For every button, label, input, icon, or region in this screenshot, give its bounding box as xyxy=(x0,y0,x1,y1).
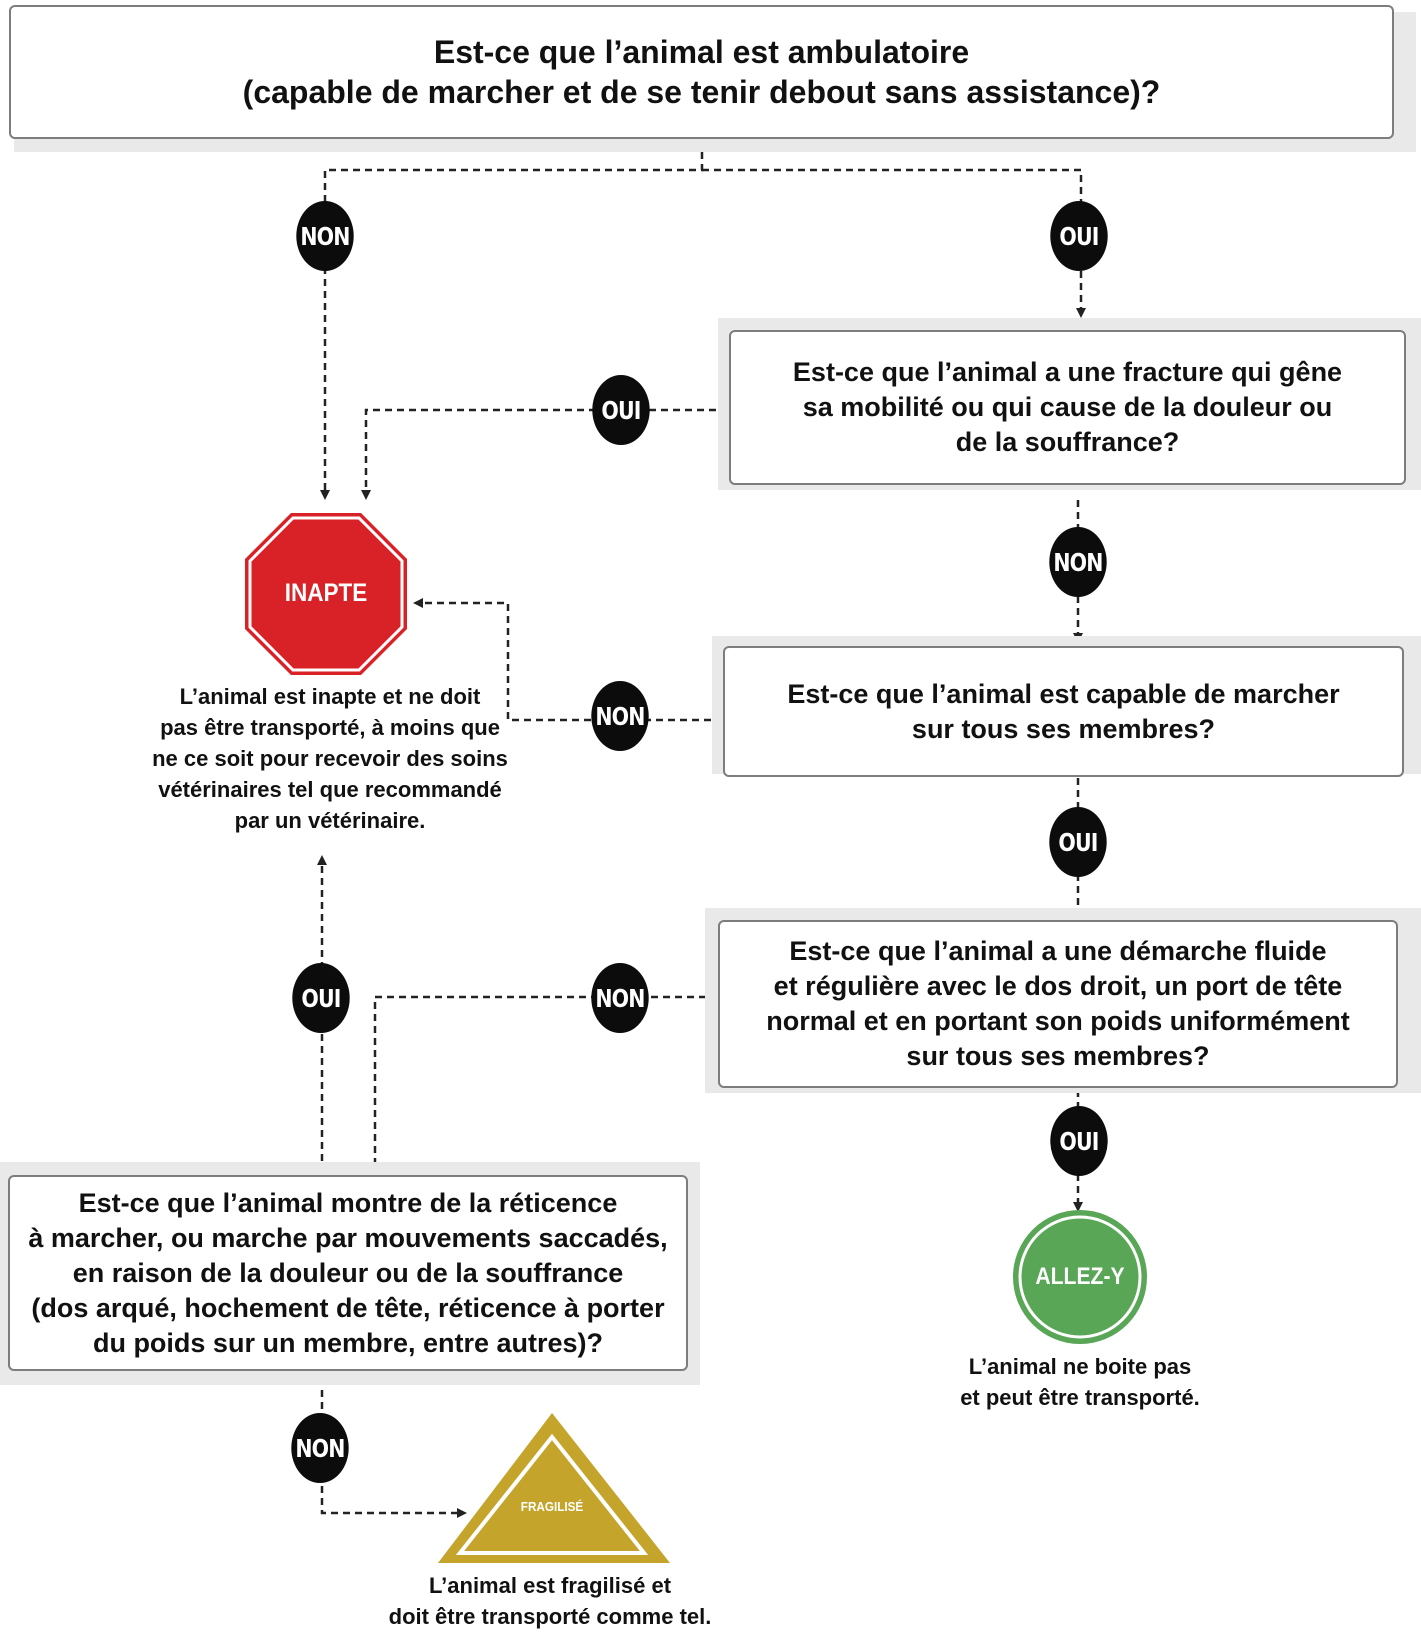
compromised-line: doit être transporté comme tel. xyxy=(388,1604,712,1629)
question-5-box: Est-ce que l’animal montre de la réticen… xyxy=(8,1175,688,1371)
question-3-line: Est-ce que l’animal est capable de march… xyxy=(787,678,1340,709)
go-circle-icon xyxy=(1013,1210,1147,1344)
question-5-line: en raison de la douleur ou de la souffra… xyxy=(72,1257,624,1288)
compromised-description: L’animal est fragilisé et doit être tran… xyxy=(330,1570,770,1632)
question-3-line: sur tous ses membres? xyxy=(911,713,1216,744)
question-5-line: à marcher, ou marche par mouvements sacc… xyxy=(28,1222,668,1253)
question-5-line: Est-ce que l’animal montre de la réticen… xyxy=(78,1187,618,1218)
go-label: ALLEZ-Y xyxy=(1035,1263,1125,1290)
compromised-label: FRAGILISÉ xyxy=(520,1499,584,1514)
answer-badge-q1-no: NON xyxy=(296,201,354,271)
go-line: et peut être transporté. xyxy=(960,1385,1200,1410)
unfit-line: pas être transporté, à moins que xyxy=(160,715,500,740)
question-2-line: de la souffrance? xyxy=(955,427,1180,457)
answer-badge-q3-yes: OUI xyxy=(1049,807,1107,877)
warning-triangle-icon xyxy=(438,1413,670,1563)
question-1-box: Est-ce que l’animal est ambulatoire (cap… xyxy=(9,5,1394,139)
answer-badge-q5-no: NON xyxy=(291,1413,349,1483)
unfit-line: L’animal est inapte et ne doit xyxy=(179,684,481,709)
unfit-line: ne ce soit pour recevoir des soins xyxy=(152,746,508,771)
answer-badge-q1-yes: OUI xyxy=(1050,201,1108,271)
question-2-box: Est-ce que l’animal a une fracture qui g… xyxy=(729,330,1406,485)
unfit-line: par un vétérinaire. xyxy=(234,808,426,833)
answer-badge-q2-no: NON xyxy=(1049,527,1107,597)
question-4-line: et régulière avec le dos droit, un port … xyxy=(773,971,1343,1001)
question-4-line: normal et en portant son poids uniformém… xyxy=(766,1006,1350,1036)
question-5-line: (dos arqué, hochement de tête, réticence… xyxy=(31,1292,665,1323)
answer-badge-q3-no: NON xyxy=(591,681,649,751)
question-5-line: du poids sur un membre, entre autres)? xyxy=(92,1327,604,1358)
question-2-line: Est-ce que l’animal a une fracture qui g… xyxy=(792,357,1343,387)
unfit-line: vétérinaires tel que recommandé xyxy=(158,777,502,802)
unfit-label: INAPTE xyxy=(284,579,368,607)
question-2-line: sa mobilité ou qui cause de la douleur o… xyxy=(802,392,1333,422)
question-4-line: sur tous ses membres? xyxy=(906,1041,1210,1071)
go-description: L’animal ne boite pas et peut être trans… xyxy=(880,1351,1280,1413)
answer-badge-q4-no: NON xyxy=(591,963,649,1033)
unfit-description: L’animal est inapte et ne doit pas être … xyxy=(40,681,620,836)
answer-badge-q2-yes: OUI xyxy=(592,375,650,445)
stop-sign-icon xyxy=(245,513,407,675)
go-line: L’animal ne boite pas xyxy=(968,1354,1192,1379)
answer-badge-q5-yes: OUI xyxy=(292,963,350,1033)
question-4-line: Est-ce que l’animal a une démarche fluid… xyxy=(789,936,1327,966)
question-1-line: (capable de marcher et de se tenir debou… xyxy=(242,74,1161,110)
answer-badge-q4-yes: OUI xyxy=(1050,1106,1108,1176)
compromised-line: L’animal est fragilisé et xyxy=(428,1573,672,1598)
question-4-box: Est-ce que l’animal a une démarche fluid… xyxy=(718,920,1398,1088)
question-1-line: Est-ce que l’animal est ambulatoire xyxy=(433,34,970,70)
question-3-box: Est-ce que l’animal est capable de march… xyxy=(723,646,1404,777)
